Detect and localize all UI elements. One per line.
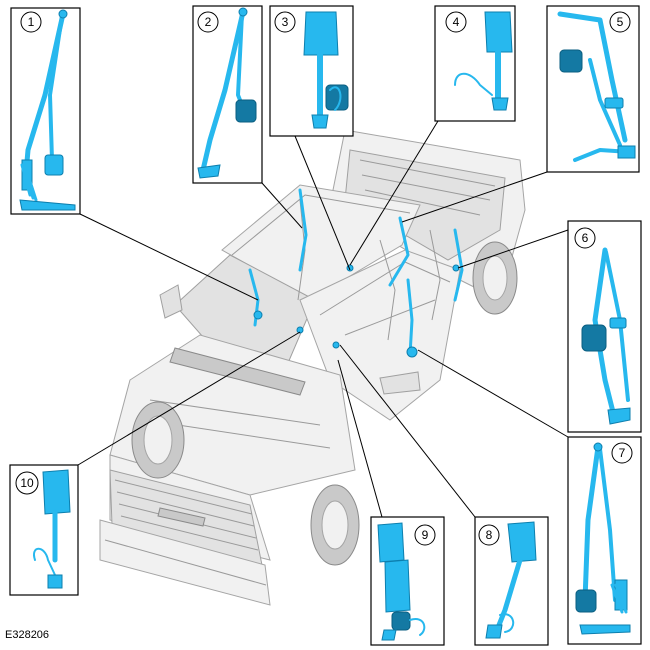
front-passenger-belt-image — [575, 442, 631, 635]
front-seat-belt-assembly-image — [19, 9, 76, 211]
callout-number-7: 7 — [619, 446, 626, 460]
seat-belt-assembly-image — [581, 247, 631, 425]
buckle-with-harness-image — [454, 11, 513, 111]
callout-number-9: 9 — [422, 528, 429, 542]
callout-number-6: 6 — [582, 231, 589, 245]
callout-8: 8 — [474, 516, 549, 646]
buckle-image-8 — [485, 521, 537, 639]
buckle-assembly-image — [303, 11, 349, 129]
buckle-image-10 — [33, 469, 71, 589]
callout-number-8: 8 — [486, 528, 493, 542]
callout-5: 5 — [546, 5, 640, 173]
callout-4: 4 — [434, 5, 516, 122]
leader-lines — [77, 120, 569, 518]
callout-number-3: 3 — [282, 15, 289, 29]
callout-10: 10 — [9, 464, 79, 596]
callout-2: 2 — [192, 5, 263, 184]
callout-number-2: 2 — [205, 15, 212, 29]
callout-number-4: 4 — [453, 15, 460, 29]
callout-7: 7 — [567, 436, 642, 645]
callout-number-5: 5 — [617, 15, 624, 29]
callout-9: 9 — [370, 516, 445, 646]
callout-3: 3 — [269, 5, 354, 137]
pickup-truck-illustration — [99, 129, 526, 606]
rear-seat-belt-assembly-image — [197, 7, 257, 179]
callout-6: 6 — [567, 220, 642, 433]
callout-number-10: 10 — [20, 476, 34, 490]
figure-id-label: E328206 — [5, 629, 50, 641]
callout-number-1: 1 — [28, 15, 35, 29]
buckle-image-9 — [377, 522, 426, 641]
seat-belt-retractor-image — [557, 11, 636, 162]
callout-1: 1 — [10, 7, 81, 215]
installed-belt-highlights — [248, 188, 464, 358]
